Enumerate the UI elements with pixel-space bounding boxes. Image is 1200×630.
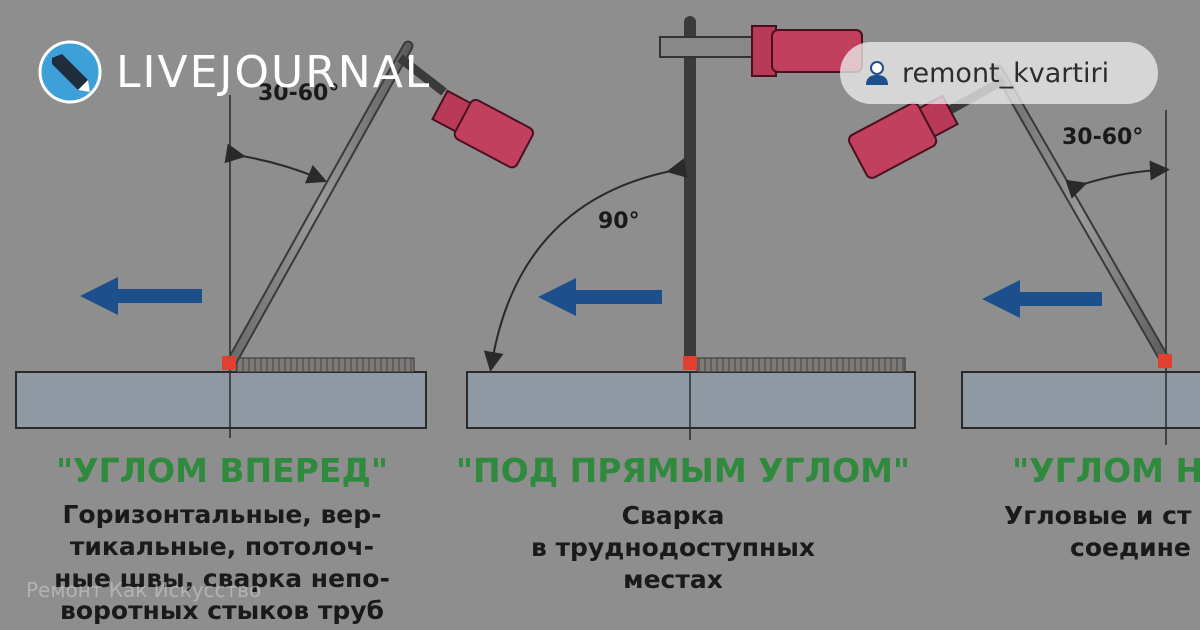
weld-bead (696, 357, 906, 373)
desc-line: соедине (1070, 533, 1191, 562)
metal-plate (466, 371, 916, 429)
holder-clamp (659, 36, 759, 58)
angle-label: 30-60° (1062, 125, 1143, 150)
desc-line: в труднодоступных (531, 533, 815, 562)
electrode (992, 64, 1172, 368)
weld-bead (235, 357, 415, 373)
electrode-holder (751, 25, 863, 77)
desc-line: Горизонтальные, вер- (62, 500, 381, 529)
electrode-holder (431, 89, 534, 169)
site-name: LIVEJOURNAL (116, 46, 432, 98)
metal-plate (961, 371, 1200, 429)
desc-line: Сварка (622, 501, 725, 530)
angle-arc (1065, 160, 1170, 199)
panel-angle-back: 30-60° "УГЛОМ НА Угловые и ст соедине (848, 64, 1200, 562)
desc-line: ные швы, сварка непо- (54, 564, 390, 593)
angle-arc (224, 143, 328, 184)
panel-title: "ПОД ПРЯМЫМ УГЛОМ" (456, 451, 910, 490)
watermark: Ремонт Как Искусство (26, 578, 262, 602)
user-icon (866, 61, 888, 85)
arc-point (1158, 354, 1172, 368)
desc-line: местах (623, 565, 723, 594)
desc-line: тикальные, потолоч- (70, 532, 374, 561)
angle-label: 30-60° (258, 81, 339, 106)
livejournal-logo[interactable]: LIVEJOURNAL (38, 40, 431, 104)
panel-right-angle: 90° "ПОД ПРЯМЫМ УГЛОМ" Сварка в труднодо… (456, 16, 916, 594)
panel-title: "УГЛОМ ВПЕРЕД" (56, 451, 388, 490)
angle-arc (483, 158, 688, 372)
direction-arrow (538, 278, 662, 316)
electrode (224, 40, 414, 371)
username: remont_kvartiri (902, 57, 1110, 89)
desc-line: воротных стыков труб (60, 596, 384, 625)
direction-arrow (80, 277, 202, 315)
livejournal-pencil-icon (38, 40, 102, 104)
panel-title: "УГЛОМ НА (1012, 451, 1200, 490)
arc-point (222, 356, 236, 370)
arc-point (683, 356, 697, 370)
direction-arrow (982, 280, 1102, 318)
panel-angle-forward: 30-60° "УГЛОМ ВПЕРЕД" Горизонтальные, ве… (15, 40, 534, 625)
user-badge[interactable]: remont_kvartiri (840, 42, 1158, 104)
angle-label: 90° (598, 209, 640, 234)
desc-line: Угловые и ст (1004, 501, 1192, 530)
metal-plate (15, 371, 427, 429)
